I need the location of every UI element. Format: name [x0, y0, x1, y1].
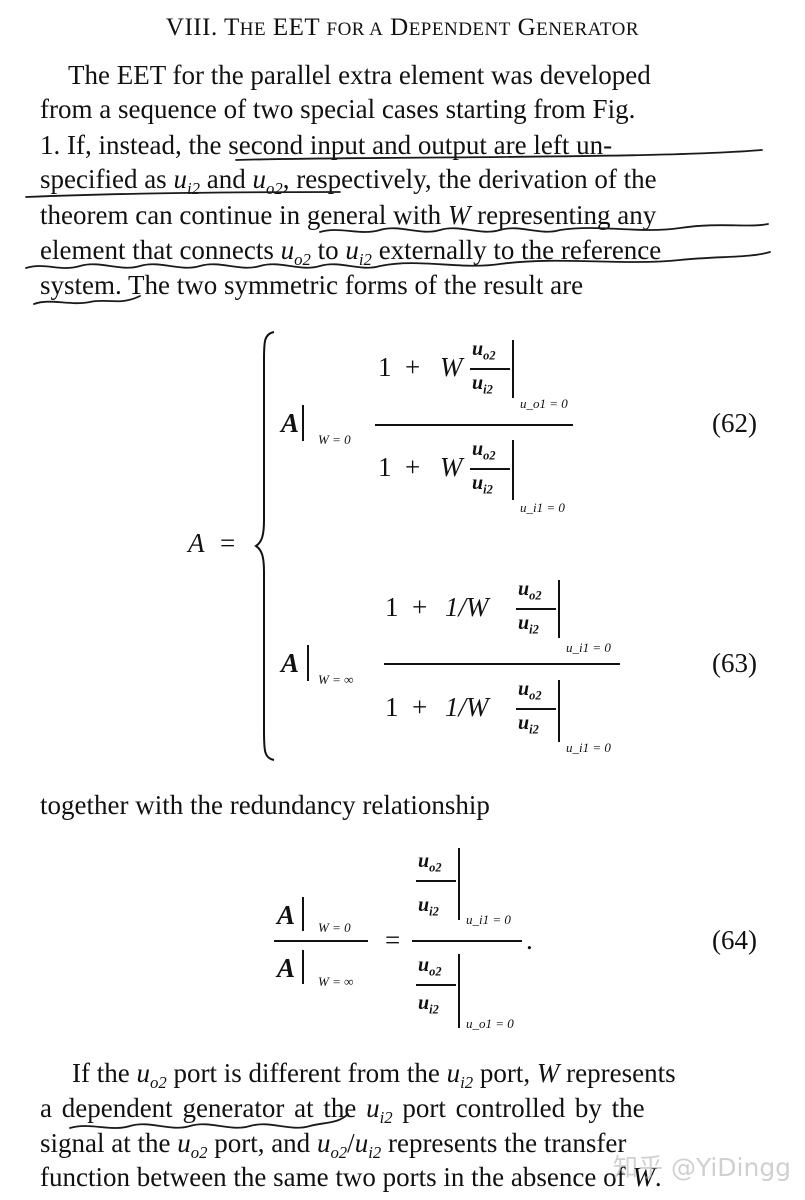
- wavy-underline-general: [319, 223, 769, 233]
- section-heading: VIII. THE EET FOR A DEPENDENT GENERATOR: [165, 14, 640, 41]
- text-line: The EET for the parallel extra element w…: [68, 60, 651, 90]
- highlighted-phrase: the second input and output are left un-: [188, 130, 613, 160]
- wavy-underline-dependent-generator: [69, 1113, 349, 1129]
- underline-specified: [25, 191, 341, 198]
- fraction-bar: [384, 663, 620, 665]
- text-line: a dependent generator at the ui2 port co…: [40, 1093, 645, 1127]
- fraction-bar: [375, 424, 573, 426]
- section-number: VIII.: [165, 14, 218, 41]
- text-line: together with the redundancy relationshi…: [40, 790, 490, 820]
- left-brace-icon: [254, 331, 275, 761]
- text-line: system. The two symmetric forms of the r…: [40, 270, 584, 300]
- wavy-underline-system: [33, 295, 141, 305]
- wavy-underline-element: [25, 251, 771, 269]
- text-line: function between the same two ports in t…: [40, 1162, 662, 1192]
- underline-second-input: [235, 149, 763, 161]
- text-line: 1. If, instead, the second input and out…: [40, 130, 613, 160]
- text-line: theorem can continue in general with W r…: [40, 200, 657, 230]
- text-line: signal at the uo2 port, and uo2/ui2 repr…: [40, 1128, 627, 1162]
- equation-label-63: (63): [712, 648, 757, 678]
- text-line: from a sequence of two special cases sta…: [40, 94, 636, 124]
- text-line: specified as ui2 and uo2, respectively, …: [40, 164, 657, 198]
- watermark: 知乎 @YiDingg: [613, 1153, 792, 1182]
- equation-label-64: (64): [712, 925, 757, 955]
- text-line: element that connects uo2 to ui2 externa…: [40, 235, 662, 269]
- highlighted-phrase: dependent generator: [61, 1093, 285, 1123]
- text-line: If the uo2 port is different from the ui…: [72, 1058, 676, 1092]
- equation-label-62: (62): [712, 408, 757, 438]
- equals-sign: =: [220, 528, 236, 558]
- lhs-A: A: [188, 528, 205, 558]
